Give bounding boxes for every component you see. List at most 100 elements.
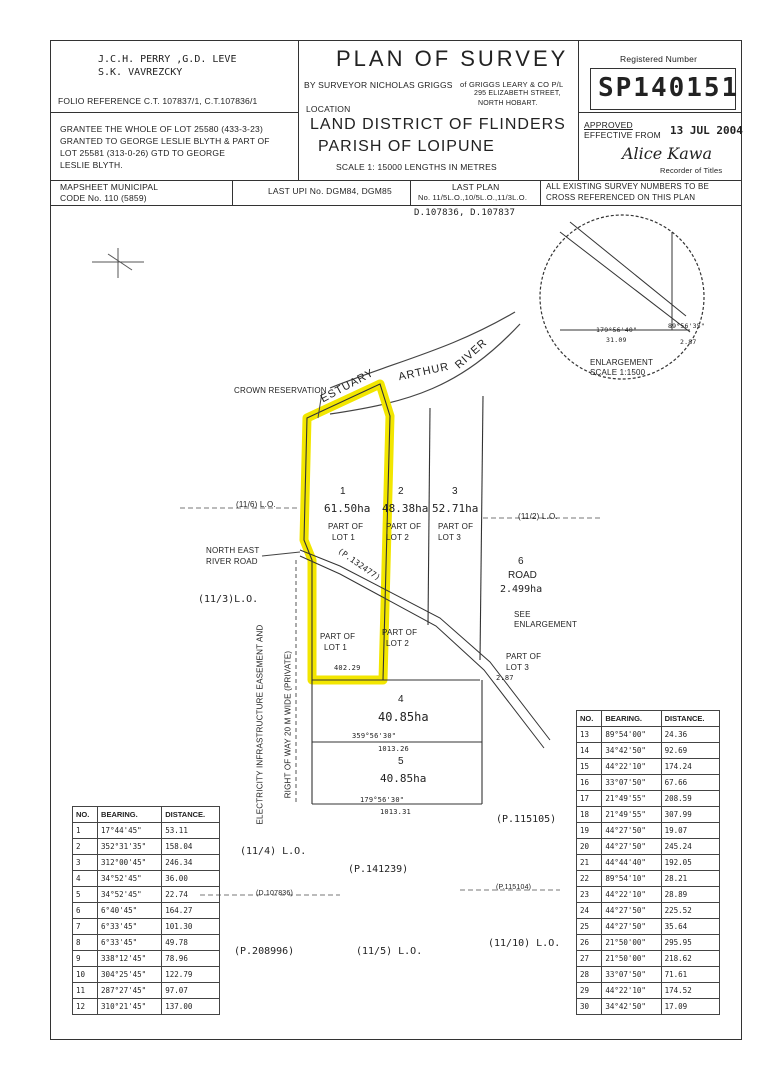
river-bank-lower	[329, 323, 521, 415]
cell-no: 5	[71, 886, 99, 903]
cell-no: 13	[575, 726, 603, 743]
enlargement-label: ENLARGEMENT	[590, 358, 654, 367]
effective-from-label: EFFECTIVE FROM	[584, 130, 661, 140]
dim-1013-26: 1013.26	[378, 745, 409, 753]
cell-bearing: 34°52'45"	[97, 886, 163, 903]
cell-distance: 158.04	[161, 838, 220, 855]
surveyor-firm: of GRIGGS LEARY & CO P/L	[460, 80, 564, 89]
cell-bearing: 21°49'55"	[601, 806, 662, 823]
address-line-1: 295 ELIZABETH STREET,	[474, 90, 561, 97]
survey-numbers-line-1: ALL EXISTING SURVEY NUMBERS TO BE	[546, 182, 710, 191]
cell-distance: 174.24	[660, 758, 721, 775]
lot2-part-1: PART OF	[386, 522, 422, 531]
location-label: LOCATION	[306, 104, 351, 114]
enl-dist-2: 2.87	[680, 338, 697, 346]
cell-distance: 35.64	[660, 918, 721, 935]
lot3-part-1: PART OF	[438, 522, 474, 531]
lot2-part-2: LOT 2	[386, 533, 410, 542]
lo-11-4: (11/4) L.O.	[240, 846, 307, 857]
header-divider-right	[578, 40, 579, 180]
road-label: ROAD	[508, 570, 537, 581]
col-distance: DISTANCE.	[660, 710, 721, 727]
lot2-area: 48.38ha	[382, 502, 429, 515]
cell-no: 4	[71, 870, 99, 887]
cell-bearing: 44°44'40"	[601, 854, 662, 871]
lot2-lot3-boundary	[427, 407, 431, 626]
cell-bearing: 21°49'55"	[601, 790, 662, 807]
cell-no: 15	[575, 758, 603, 775]
cell-bearing: 352°31'35"	[97, 838, 163, 855]
lo-11-2: (11/2) L.O.	[518, 512, 558, 521]
cell-distance: 225.52	[660, 902, 721, 919]
grantee-line-3: LOT 25581 (313-0-26) GTD TO GEORGE	[60, 148, 226, 158]
cell-distance: 24.36	[660, 726, 721, 743]
last-plan-label: LAST PLAN	[452, 182, 500, 192]
cell-bearing: 21°50'00"	[601, 934, 662, 951]
cell-no: 21	[575, 854, 603, 871]
registered-number-box	[590, 68, 736, 110]
grantee-line-2: GRANTED TO GEORGE LESLIE BLYTH & PART OF	[60, 136, 270, 146]
cell-no: 14	[575, 742, 603, 759]
ne-road-label-2: RIVER ROAD	[206, 557, 258, 566]
dim-402: 402.29	[334, 664, 361, 672]
cell-distance: 49.78	[161, 934, 220, 951]
cell-bearing: 34°52'45"	[97, 870, 163, 887]
cell-bearing: 44°27'50"	[601, 918, 662, 935]
cell-distance: 28.89	[660, 886, 721, 903]
cell-no: 24	[575, 902, 603, 919]
cell-no: 30	[575, 998, 603, 1015]
lot3-number: 3	[452, 486, 458, 497]
cell-bearing: 44°27'50"	[601, 822, 662, 839]
cell-no: 17	[575, 790, 603, 807]
parish: PARISH OF LOIPUNE	[318, 138, 495, 155]
enl-bearing-2: 89°56'35"	[668, 322, 706, 330]
land-district: LAND DISTRICT OF FLINDERS	[310, 116, 566, 133]
folio-rule	[50, 112, 298, 113]
cell-no: 1	[71, 822, 99, 839]
col-no: NO.	[71, 806, 99, 823]
lot5-area: 40.85ha	[380, 772, 427, 785]
cell-bearing: 6°33'45"	[97, 918, 163, 935]
cell-bearing: 34°42'50"	[601, 998, 662, 1015]
lo-11-10: (11/10) L.O.	[488, 938, 561, 949]
enl-dist-1: 31.09	[606, 336, 627, 344]
table-header-row: NO. BEARING. DISTANCE.	[71, 806, 220, 823]
plan-frame	[50, 40, 742, 1040]
cell-no: 28	[575, 966, 603, 983]
ne-road-label-1: NORTH EAST	[206, 546, 260, 555]
lot2b-part-2: LOT 2	[386, 639, 410, 648]
cell-distance: 164.27	[161, 902, 220, 919]
cell-bearing: 33°07'50"	[601, 774, 662, 791]
lot1-area: 61.50ha	[324, 502, 371, 515]
cell-distance: 208.59	[660, 790, 721, 807]
cell-no: 10	[71, 966, 99, 983]
lot3-area: 52.71ha	[432, 502, 479, 515]
cell-distance: 78.96	[161, 950, 220, 967]
cell-distance: 53.11	[161, 822, 220, 839]
cell-distance: 174.52	[660, 982, 721, 999]
cell-distance: 245.24	[660, 838, 721, 855]
cell-distance: 307.99	[660, 806, 721, 823]
plan-title: PLAN OF SURVEY	[336, 46, 569, 71]
dim-1013-31: 1013.31	[380, 808, 411, 816]
lot6-number: 6	[518, 556, 524, 567]
header-bottom-rule	[50, 180, 742, 181]
enlargement-scale: SCALE 1:1500	[590, 368, 646, 377]
cell-distance: 295.95	[660, 934, 721, 951]
cell-no: 23	[575, 886, 603, 903]
lot1b-part-1: PART OF	[320, 632, 356, 641]
cell-bearing: 6°33'45"	[97, 934, 163, 951]
cell-distance: 22.74	[161, 886, 220, 903]
